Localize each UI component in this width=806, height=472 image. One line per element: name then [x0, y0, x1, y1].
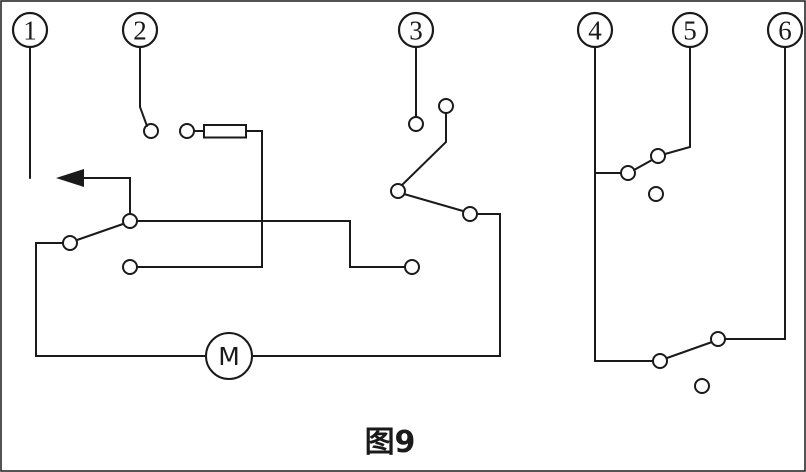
switch-45-blade [633, 159, 653, 171]
wire-left-loop [35, 242, 207, 357]
wire-pivot-up [401, 112, 447, 186]
terminal-label: 6 [778, 16, 792, 46]
wire-cross-link [136, 220, 406, 268]
contact-45-open-throw [648, 186, 664, 202]
contact-switch3-fixed [408, 116, 424, 132]
contact-right-lower-throw [404, 259, 420, 275]
wire-terminal2-stem [139, 46, 148, 127]
terminal-6: 6 [766, 11, 804, 49]
contact-right-pivot [390, 183, 406, 199]
terminal-4: 4 [576, 11, 614, 49]
contact-terminal6 [710, 331, 726, 347]
contact-46-open-throw [694, 378, 710, 394]
terminal-label: 5 [683, 16, 697, 46]
switch-46-blade [666, 341, 713, 359]
wire-terminal6-stem [724, 46, 786, 340]
motor-label: M [218, 342, 240, 371]
contact-45-pivot [620, 165, 636, 181]
switch-right-blade [403, 193, 464, 212]
contact-right-upper-throw [462, 206, 478, 222]
terminal-2: 2 [121, 11, 159, 49]
wire-terminal5-stem [664, 46, 691, 155]
terminal-label: 1 [23, 16, 37, 46]
wire-arrow-tail [83, 177, 131, 215]
contact-left-pivot [62, 235, 78, 251]
wire-resistor-branch [136, 130, 263, 268]
contact-terminal5 [650, 148, 666, 164]
wire-bottom-right [251, 213, 501, 357]
terminal-5: 5 [671, 11, 709, 49]
figure-caption: 图9 [365, 425, 416, 460]
selector-arrow-icon [56, 169, 84, 187]
contact-switch2-moving [143, 123, 159, 139]
contact-switch3-moving [438, 98, 454, 114]
resistor [203, 124, 247, 139]
contact-46-pivot [652, 353, 668, 369]
terminal-label: 3 [409, 16, 423, 46]
terminal-1: 1 [11, 11, 49, 49]
terminal-3: 3 [397, 11, 435, 49]
wire-terminal4-stem [594, 46, 654, 362]
contact-switch2-fixed [179, 123, 195, 139]
terminal-label: 2 [133, 16, 147, 46]
terminal-label: 4 [588, 16, 602, 46]
contact-left-lower [122, 259, 138, 275]
contact-left-upper [122, 213, 138, 229]
switch-left-blade [76, 223, 124, 241]
